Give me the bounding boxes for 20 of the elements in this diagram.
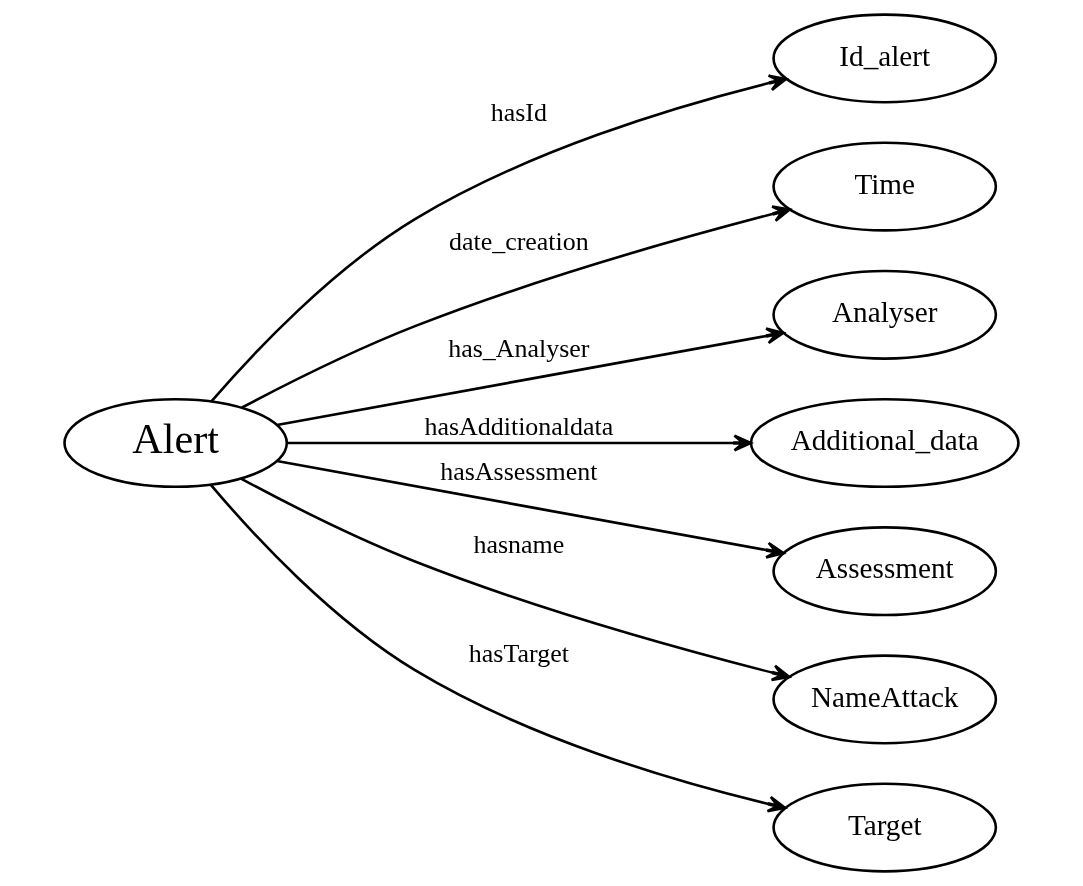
node-ellipse: Id_alert xyxy=(772,13,998,104)
edge-label: hasAdditionaldata xyxy=(424,411,614,441)
node-ellipse: Additional_data xyxy=(749,397,1020,489)
arrow xyxy=(241,205,791,409)
edge-label: hasTarget xyxy=(468,638,569,668)
arrow xyxy=(210,74,788,403)
node-ellipse: Analyser xyxy=(772,269,998,360)
arrow xyxy=(287,434,753,452)
node-ellipse: Alert xyxy=(63,397,289,489)
edge-label: date_creation xyxy=(448,226,589,256)
arrow xyxy=(276,327,785,427)
edge-label: has_Analyser xyxy=(448,333,590,363)
node-ellipse: Target xyxy=(772,782,998,873)
edge-label: hasname xyxy=(473,530,565,560)
arrow xyxy=(276,459,785,559)
node-ellipse: Assessment xyxy=(772,526,998,617)
arrow xyxy=(209,483,787,813)
arrow xyxy=(240,477,791,682)
edge-label: hasId xyxy=(490,98,547,128)
edge-label: hasAssessment xyxy=(440,457,598,486)
